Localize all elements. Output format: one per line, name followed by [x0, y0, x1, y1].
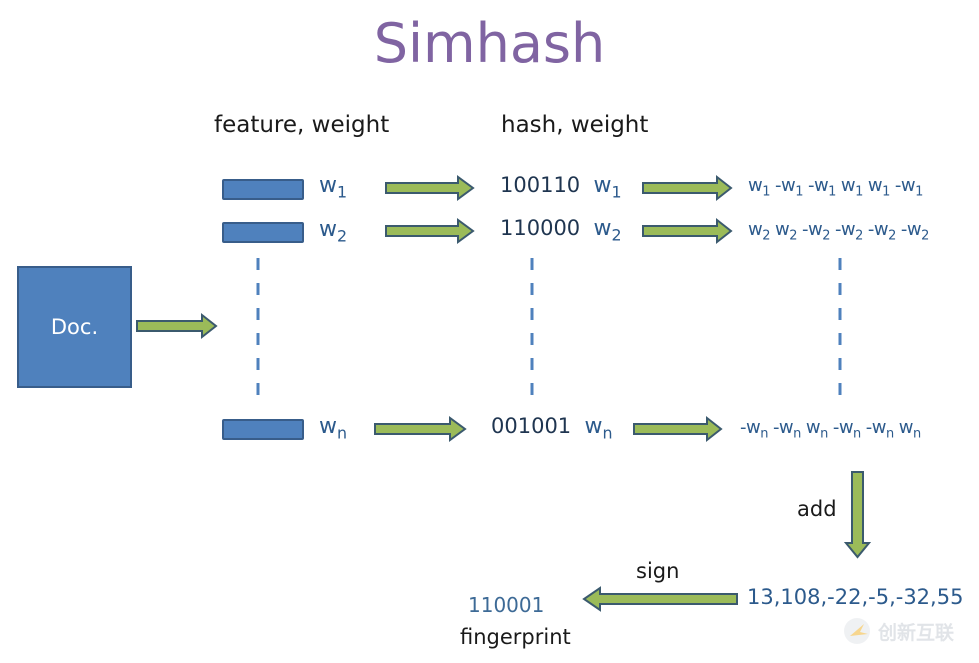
feature-bar-1 — [222, 179, 304, 200]
arrow-hash-2-to-vector — [642, 217, 733, 245]
arrow-feature-2-to-hash — [385, 218, 475, 244]
watermark-logo-icon — [844, 618, 870, 644]
vector-term: w2 — [748, 219, 770, 244]
vector-term: wn — [805, 417, 828, 442]
hash-bits-1: 100110 — [500, 173, 581, 197]
vector-term: -wn — [740, 417, 768, 442]
fingerprint-label: fingerprint — [460, 625, 571, 649]
vector-term: w1 — [867, 175, 890, 200]
watermark: 创新互联 — [842, 616, 954, 646]
hash-weight-2: w2 — [593, 216, 622, 245]
feature-weight-n: wn — [319, 414, 348, 443]
header-hash-weight: hash, weight — [501, 112, 649, 138]
arrow-doc-to-features — [136, 312, 218, 340]
document-box: Doc. — [17, 266, 132, 388]
vector-term: -w1 — [807, 175, 836, 200]
vector-term: -w2 — [900, 219, 929, 244]
hash-bits-2: 110000 — [500, 216, 581, 240]
vector-term: -wn — [772, 417, 801, 442]
vector-term: -wn — [865, 417, 894, 442]
add-label: add — [797, 497, 837, 521]
document-label: Doc. — [50, 315, 99, 339]
sum-vector: 13,108,-22,-5,-32,55 — [747, 585, 964, 609]
arrow-feature-1-to-hash — [385, 175, 475, 201]
hash-weight-1: w1 — [593, 173, 622, 202]
watermark-text: 创新互联 — [878, 621, 955, 644]
vector-term: -w1 — [894, 175, 923, 200]
feature-weight-2: w2 — [319, 217, 348, 246]
arrow-feature-n-to-hash — [374, 416, 467, 442]
feature-bar-2 — [222, 222, 304, 243]
vector-term: -w2 — [834, 219, 863, 244]
fingerprint-value: 110001 — [468, 593, 545, 617]
header-feature-weight: feature, weight — [214, 112, 390, 138]
hash-row-2: 110000 w2 — [500, 216, 622, 245]
feature-weight-1: w1 — [319, 173, 348, 202]
sign-label: sign — [636, 559, 680, 583]
hash-bits-n: 001001 — [491, 414, 572, 438]
feature-bar-n — [222, 419, 304, 440]
vector-term: wn — [898, 417, 921, 442]
vector-term: -w2 — [867, 219, 896, 244]
vector-term: -wn — [832, 417, 861, 442]
arrow-hash-1-to-vector — [642, 174, 733, 202]
vector-term: -w1 — [774, 175, 803, 200]
arrow-hash-n-to-vector — [633, 415, 723, 443]
hash-row-1: 100110 w1 — [500, 173, 622, 202]
arrow-sign-left — [582, 586, 738, 612]
arrow-add-down — [843, 471, 872, 559]
vector-term: w1 — [748, 175, 770, 200]
vector-term: w2 — [774, 219, 797, 244]
hash-weight-n: wn — [584, 414, 613, 443]
vector-term: w1 — [840, 175, 863, 200]
hash-row-n: 001001 wn — [491, 414, 613, 443]
diagram-title: Simhash — [373, 12, 606, 75]
vector-term: -w2 — [801, 219, 830, 244]
